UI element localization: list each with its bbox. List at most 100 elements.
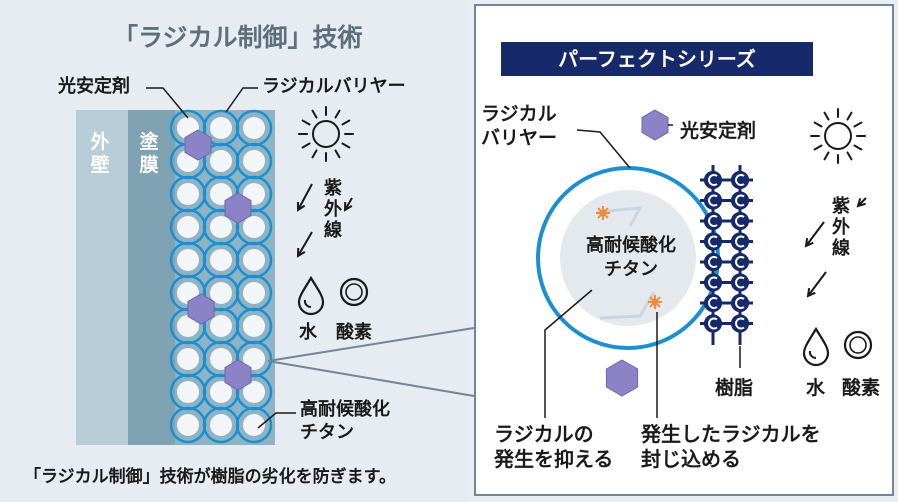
titanium-particle xyxy=(243,414,265,436)
resin-node-top xyxy=(704,253,722,271)
resin-node-top xyxy=(704,191,722,210)
right-sun-icon-ray xyxy=(823,151,830,161)
right-sun-icon-ray xyxy=(853,144,863,151)
barrier-leader xyxy=(225,87,258,113)
left-sun-icon-ray xyxy=(334,109,341,119)
banner-title: パーフェクトシリーズ xyxy=(558,47,756,71)
titanium-particle xyxy=(210,249,232,271)
left-title: 「ラジカル制御」技術 xyxy=(113,23,363,52)
left-uv-arrow-2-shaft xyxy=(297,231,313,257)
titanium-particle xyxy=(177,249,199,271)
resin-c-letter xyxy=(708,256,718,268)
resin-c-letter xyxy=(735,317,745,330)
resin-c-letter xyxy=(735,174,745,186)
titanium-particle xyxy=(210,216,232,238)
right-uv-label: 紫外線 xyxy=(832,196,850,259)
right-uv-arrow-1-head xyxy=(804,237,814,248)
titanium-particle xyxy=(177,216,199,238)
stabilizer-hexagon xyxy=(184,129,212,161)
resin-c-letter xyxy=(708,317,718,330)
wall-label: 外壁 xyxy=(90,131,110,176)
right-resin-label: 樹脂 xyxy=(715,377,754,399)
sphere-shine-2 xyxy=(599,291,656,320)
right-sun-icon-ray xyxy=(846,151,853,161)
sphere-shine-1 xyxy=(597,206,643,227)
resin-node-top xyxy=(731,191,749,210)
left-sun-icon-ray xyxy=(311,109,318,119)
free-stabilizer-hexagon xyxy=(605,359,639,397)
left-sun-icon-ray xyxy=(311,149,318,159)
wall-layer xyxy=(76,110,128,445)
suppress-radical-label: ラジカルの発生を抑える xyxy=(494,422,614,471)
left-uv-arrow-1-head xyxy=(296,201,306,212)
right-uv-arrow-2-shaft xyxy=(807,271,827,297)
left-sun-icon-ray xyxy=(334,149,341,159)
right-titanium-sphere xyxy=(560,190,696,326)
resin-c-letter xyxy=(735,276,745,289)
titanium-particle xyxy=(210,414,232,436)
stabilizer-leader xyxy=(146,87,189,119)
resin-node-top xyxy=(731,294,749,312)
resin-node-top xyxy=(731,273,749,292)
titanium-particle xyxy=(243,249,265,271)
right-sun-icon-ray xyxy=(823,111,830,121)
stabilizer-hexagon xyxy=(187,293,215,325)
right-sun-icon-disc xyxy=(824,122,852,150)
titanium-particle xyxy=(243,348,265,370)
right-water-label: 水 xyxy=(806,377,826,399)
titanium-particle xyxy=(210,315,232,337)
resin-node-top xyxy=(704,232,722,251)
zoom-line-top xyxy=(267,327,475,362)
resin-node-top xyxy=(731,212,749,230)
right-stabilizer-label: 光安定剤 xyxy=(680,120,757,142)
resin-c-letter xyxy=(708,276,718,289)
left-water-label: 水 xyxy=(299,322,317,343)
resin-c-letter xyxy=(708,215,718,227)
right-oxygen-label: 酸素 xyxy=(842,377,881,399)
radical-core xyxy=(599,209,607,217)
right-sun-icon-ray xyxy=(853,121,863,128)
titanium-particle xyxy=(210,348,232,370)
titanium-particle xyxy=(243,381,265,403)
right-uv-arrow-3-head xyxy=(856,198,866,208)
resin-node-top xyxy=(704,171,722,189)
resin-node-top xyxy=(704,294,722,312)
left-water-drop-icon xyxy=(297,275,325,316)
resin-node-top xyxy=(704,273,722,292)
resin-c-letter xyxy=(735,235,745,248)
left-stabilizer-label: 光安定剤 xyxy=(58,76,130,97)
left-sun-icon-ray xyxy=(301,119,311,126)
right-barrier-leader xyxy=(576,129,631,169)
resin-c-letter xyxy=(735,215,745,227)
right-oxygen-icon xyxy=(843,330,873,360)
zoom-line-bottom xyxy=(267,360,475,397)
titanium-particle xyxy=(177,414,199,436)
left-sun-icon-ray xyxy=(341,119,351,126)
left-sun-icon-disc xyxy=(312,120,340,148)
resin-node-top xyxy=(731,171,749,189)
right-sun-icon-ray xyxy=(813,144,823,151)
resin-c-letter xyxy=(735,256,745,268)
titanium-particle xyxy=(210,381,232,403)
left-water-drop-icon-shine xyxy=(303,299,312,309)
radical-core xyxy=(651,298,659,306)
stabilizer-hexagon xyxy=(224,359,252,391)
right-water-drop-icon-shine xyxy=(808,350,817,360)
left-titanium-label: 高耐候酸化チタン xyxy=(300,399,390,443)
titanium-particle xyxy=(210,282,232,304)
titanium-particle xyxy=(243,282,265,304)
contain-radical-label: 発生したラジカルを封じ込める xyxy=(641,422,821,471)
right-uv-arrow-1-shaft xyxy=(805,221,825,247)
resin-node-top xyxy=(731,253,749,271)
left-oxygen-label: 酸素 xyxy=(336,322,372,343)
paint-layer xyxy=(128,110,175,445)
titanium-particle xyxy=(243,216,265,238)
titanium-particle xyxy=(210,150,232,172)
paint-label: 塗膜 xyxy=(139,131,159,176)
left-oxygen-icon xyxy=(339,277,369,307)
titanium-particle xyxy=(243,150,265,172)
titanium-particle xyxy=(177,348,199,370)
titanium-leader xyxy=(257,412,296,429)
